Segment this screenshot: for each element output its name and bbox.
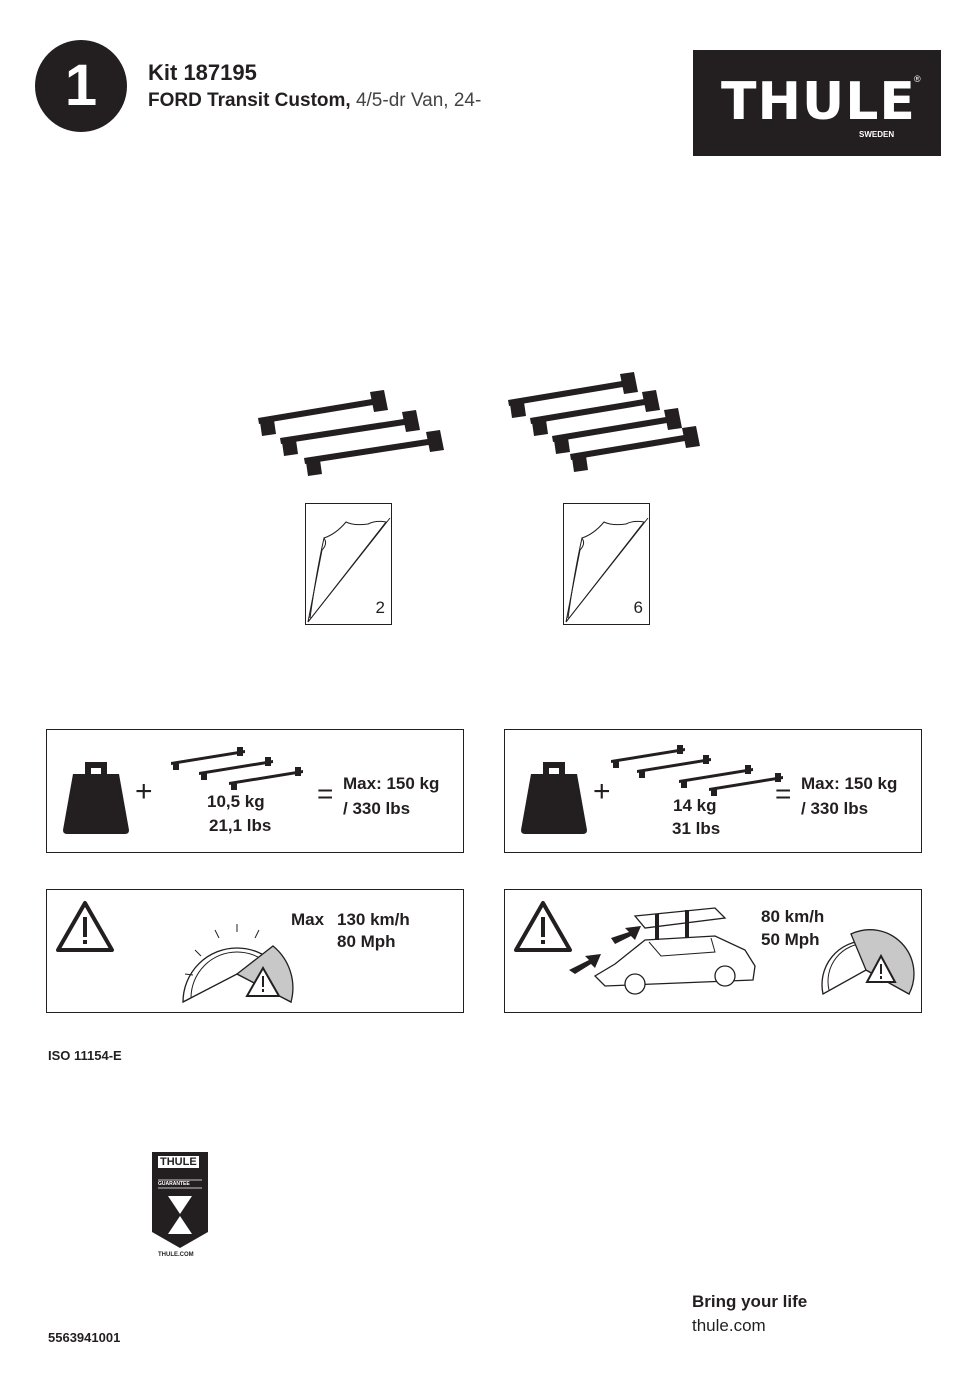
guarantee-label: GUARANTEE — [158, 1181, 190, 1187]
guarantee-url: THULE.COM — [158, 1252, 194, 1258]
equals-sign: = — [317, 778, 334, 809]
sticker-count: 2 — [375, 598, 385, 617]
weight-icon — [521, 762, 587, 834]
warning-triangle-icon — [514, 901, 572, 952]
max-speed-kmh: 80 km/h — [761, 907, 825, 926]
sticker-sheet-right: 6 — [563, 503, 650, 625]
roof-bars-3-small-icon — [171, 747, 303, 790]
speed-warning-panel-right: 80 km/h 50 Mph — [504, 889, 922, 1013]
warning-triangle-icon — [56, 901, 114, 952]
bar-3-icon — [552, 408, 682, 454]
bar-2-icon — [530, 390, 660, 436]
vehicle-model: FORD Transit Custom, — [148, 90, 351, 111]
equals-sign: = — [775, 778, 792, 809]
step-number: 1 — [35, 40, 127, 132]
sticker-sheet-left: 2 — [305, 503, 392, 625]
speedometer-icon — [182, 924, 294, 1004]
roof-bars-3-illustration — [258, 390, 444, 476]
bar-4-icon — [570, 426, 700, 472]
bar-1-icon — [258, 390, 388, 436]
max-load-lbs: / 330 lbs — [343, 799, 411, 818]
load-capacity-panel-right: + 14 kg 31 lbs = Max: 150 kg / 330 lbs — [504, 729, 922, 853]
bar-3-icon — [304, 430, 444, 476]
plus-sign: + — [593, 775, 611, 808]
kit-title: Kit 187195 — [148, 60, 257, 85]
bar-1-icon — [508, 372, 638, 418]
slogan: Bring your life — [692, 1292, 808, 1311]
thule-logo: THULE SWEDEN ® — [693, 50, 941, 156]
load-capacity-panel-left: + 10,5 kg 21,1 lbs = Max: 150 kg / 330 l… — [46, 729, 464, 853]
max-speed-mph: 80 Mph — [337, 932, 396, 951]
sticker-icon — [307, 517, 391, 623]
guarantee-brand: THULE — [158, 1156, 199, 1168]
max-load-lbs: / 330 lbs — [801, 799, 869, 818]
plus-sign: + — [135, 775, 153, 808]
max-label: Max — [291, 910, 325, 929]
logo-text: THULE — [721, 72, 916, 132]
max-load-kg: Max: 150 kg — [343, 774, 440, 793]
vehicle-details: 4/5-dr Van, 24- — [350, 90, 482, 111]
car-with-load-icon — [569, 907, 756, 995]
bars-weight-kg: 10,5 kg — [207, 792, 265, 811]
logo-sweden: SWEDEN — [859, 130, 895, 139]
roof-bars-4-small-icon — [611, 745, 783, 796]
speedometer-icon — [821, 929, 915, 995]
weight-icon — [63, 762, 129, 834]
bar-2-icon — [280, 410, 420, 456]
part-number: 5563941001 — [48, 1330, 121, 1345]
logo-registered: ® — [914, 74, 921, 84]
bars-weight-kg: 14 kg — [673, 796, 717, 815]
vehicle-description: FORD Transit Custom, 4/5-dr Van, 24- — [148, 90, 481, 112]
max-load-kg: Max: 150 kg — [801, 774, 898, 793]
website-url[interactable]: thule.com — [692, 1316, 766, 1335]
sticker-count: 6 — [633, 598, 643, 617]
iso-standard: ISO 11154-E — [48, 1048, 122, 1063]
max-speed-mph: 50 Mph — [761, 930, 820, 949]
guarantee-badge: THULE GUARANTEE THULE.COM — [150, 1150, 210, 1262]
speed-warning-panel-left: Max 130 km/h 80 Mph — [46, 889, 464, 1013]
guarantee-shield-icon — [152, 1152, 208, 1248]
max-speed-kmh: 130 km/h — [337, 910, 410, 929]
roof-bars-4-illustration — [508, 372, 700, 472]
bars-weight-lbs: 21,1 lbs — [209, 816, 272, 835]
bars-weight-lbs: 31 lbs — [672, 819, 721, 838]
sticker-icon — [565, 517, 649, 623]
